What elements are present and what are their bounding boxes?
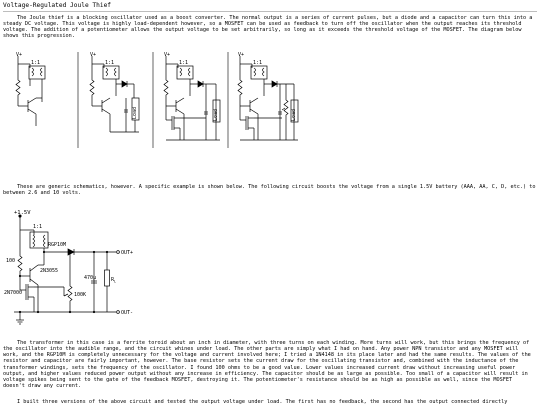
ratio-label: 1:1 [253, 60, 262, 66]
npn-label: 2N3055 [40, 268, 58, 274]
schematic-basic [15, 56, 46, 126]
battery-label: +1.5V [14, 210, 31, 216]
pot-label: 100K [74, 292, 86, 298]
ratio-label: 1:1 [31, 60, 40, 66]
resistor-label: 100 [6, 258, 15, 264]
supply-label: V+ [90, 52, 96, 58]
supply-label: V+ [16, 52, 22, 58]
intro-text: The Joule thief is a blocking oscillator… [3, 15, 533, 40]
transformer-text: The transformer in this case is a ferrit… [3, 340, 531, 390]
mosfet-label: 2N7000 [4, 290, 22, 296]
load-label: Load [213, 109, 219, 121]
supply-label: V+ [238, 52, 244, 58]
title-divider [3, 11, 537, 12]
schematic-rectified [89, 56, 140, 133]
ratio-label: 1:1 [179, 60, 188, 66]
ratio-label: 1:1 [33, 224, 42, 230]
load-label: Load [132, 107, 138, 119]
out-plus-label: OUT+ [121, 250, 133, 256]
specific-intro-paragraph: These are generic schematics, however. A… [3, 184, 537, 196]
ratio-label: 1:1 [105, 60, 114, 66]
versions-paragraph: I built three versions of the above circ… [3, 399, 537, 405]
specific-intro-text: These are generic schematics, however. A… [3, 184, 536, 197]
intro-paragraph: The Joule thief is a blocking oscillator… [3, 15, 537, 40]
schematic-feedback [163, 56, 221, 141]
versions-text: I built three versions of the above circ… [17, 399, 508, 405]
transformer-paragraph: The transformer in this case is a ferrit… [3, 340, 537, 389]
cap-label: 470µ [84, 275, 96, 281]
load-label: Load [291, 109, 297, 121]
out-minus-label: OUT- [121, 310, 133, 316]
diode-label: RGP10M [48, 242, 66, 248]
load-r-sub: L [114, 280, 116, 284]
schematic-adjustable [237, 56, 299, 141]
load-r-main: R [111, 277, 115, 283]
load-r-label: RL [111, 277, 116, 284]
supply-label: V+ [164, 52, 170, 58]
page-title: Voltage-Regulated Joule Thief [3, 2, 112, 9]
